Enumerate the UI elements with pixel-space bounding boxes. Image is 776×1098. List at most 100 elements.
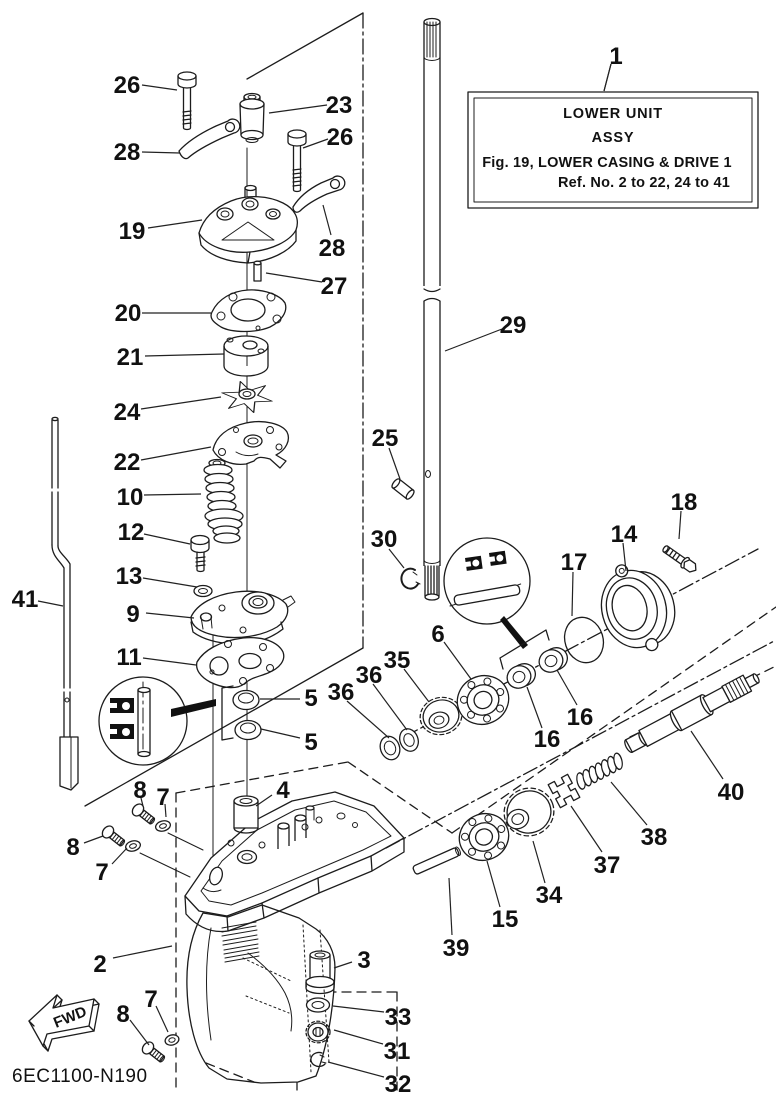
dowel-pin-27-part: [253, 260, 262, 282]
pinion-gear-35-part: [419, 696, 463, 736]
seal-detail-circle: [98, 676, 216, 766]
callout-leader-16-20: [556, 669, 578, 706]
callout-leader-13-17: [142, 577, 198, 588]
callout-leader-41-49: [37, 600, 64, 607]
washer-7b-part: [124, 840, 142, 852]
callout-2-1: 2: [93, 951, 106, 978]
callout-8-12: 8: [116, 1001, 129, 1028]
callout-leader-8-11: [83, 835, 104, 844]
callout-leader-11-15: [142, 657, 197, 666]
callout-leader-7-9: [155, 1005, 169, 1033]
callout-26-31: 26: [114, 72, 141, 99]
bolt-18-part: [662, 545, 697, 573]
callout-10-14: 10: [117, 484, 144, 511]
mount-hardware: [101, 803, 180, 1063]
callout-18-23: 18: [671, 489, 698, 516]
callout-leader-6-6: [443, 641, 472, 680]
callout-leader-24-29: [140, 396, 222, 410]
callout-31-38: 31: [384, 1038, 411, 1065]
bearing-housing-9-part: [190, 590, 296, 645]
callout-21-26: 21: [117, 344, 144, 371]
pin-25-part: [391, 478, 415, 500]
title-line-2: ASSY: [592, 130, 635, 146]
callout-9-13: 9: [126, 601, 139, 628]
callout-leader-36-44: [346, 700, 390, 739]
bushing-16b-part: [538, 647, 569, 673]
title-line-3: Fig. 19, LOWER CASING & DRIVE 1: [482, 155, 732, 171]
callout-7-7: 7: [156, 784, 169, 811]
callout-32-39: 32: [385, 1071, 412, 1098]
callout-leader-14-18: [622, 542, 627, 572]
callout-41-49: 41: [12, 586, 39, 613]
pin-39-part: [412, 846, 462, 875]
callout-leader-36-43: [372, 683, 408, 731]
forward-gear-34-part: [503, 787, 555, 837]
callout-leader-23-28: [268, 104, 328, 114]
callout-leader-30-37: [388, 548, 405, 569]
callout-leader-26-32: [302, 138, 329, 149]
callout-36-43: 36: [356, 662, 383, 689]
bolt-8a-part: [131, 803, 156, 825]
callout-6-6: 6: [431, 621, 444, 648]
callout-17-22: 17: [561, 549, 588, 576]
callout-30-37: 30: [371, 526, 398, 553]
callout-leader-33-40: [332, 1005, 385, 1013]
callout-26-32: 26: [327, 124, 354, 151]
callout-33-40: 33: [385, 1004, 412, 1031]
callout-leader-28-35: [322, 204, 332, 236]
plate-washer-28a-part: [178, 118, 241, 160]
washer-13-part: [193, 584, 213, 598]
callout-13-17: 13: [116, 563, 143, 590]
pump-plate-22-part: [212, 420, 290, 469]
callout-leader-26-31: [141, 84, 178, 91]
housing-cap-14-part: [600, 564, 676, 652]
washer-7c-part: [164, 1034, 180, 1046]
bolt-8c-part: [141, 1041, 166, 1063]
callout-28-35: 28: [319, 235, 346, 262]
callout-leader-7-8: [111, 847, 128, 865]
callout-39-47: 39: [443, 935, 470, 962]
callout-38-46: 38: [641, 824, 668, 851]
bolt-26a-part: [177, 71, 197, 131]
anode-3-part: [305, 950, 335, 995]
cooling-fins: [221, 921, 260, 963]
impeller-24-part: [221, 381, 273, 413]
callout-leader-17-22: [571, 571, 574, 617]
callout-leader-29-36: [444, 328, 503, 352]
bolt-12-part: [190, 534, 210, 573]
callout-leader-19-24: [147, 219, 203, 229]
callout-3-2: 3: [357, 947, 370, 974]
callout-25-30: 25: [372, 425, 399, 452]
callout-15-19: 15: [492, 906, 519, 933]
clip-30-part: [400, 567, 421, 590]
callout-5-5: 5: [304, 729, 317, 756]
callout-leader-1-0: [603, 63, 612, 92]
callout-leader-39-47: [448, 877, 453, 936]
callout-leader-16-21: [526, 686, 543, 729]
gear-train: [379, 545, 697, 761]
callout-leader-15-19: [486, 860, 501, 908]
callout-leader-8-12: [129, 1019, 150, 1046]
callout-20-25: 20: [115, 300, 142, 327]
callout-leader-18-23: [678, 510, 682, 540]
callout-11-15: 11: [116, 644, 141, 671]
callout-8-11: 8: [66, 834, 79, 861]
fwd-arrow: FWD: [28, 994, 100, 1052]
callout-leader-31-38: [333, 1029, 384, 1045]
spring-38-part: [576, 752, 623, 790]
callout-23-28: 23: [326, 92, 353, 119]
washer-7a-part: [154, 820, 172, 832]
pinion-31-part: [305, 1020, 331, 1044]
title-line-1: LOWER UNIT: [563, 106, 663, 122]
callout-leader-4-3: [255, 794, 273, 807]
callout-leader-8-10: [140, 797, 144, 807]
callout-leader-2-1: [112, 945, 173, 959]
callout-leader-38-46: [610, 781, 648, 826]
callout-34-41: 34: [536, 882, 563, 909]
shim-36b-part: [379, 735, 401, 761]
bearing-6-part: [456, 674, 510, 726]
callout-leader-25-30: [388, 447, 401, 480]
title-line-4: Ref. No. 2 to 22, 24 to 41: [558, 175, 730, 191]
